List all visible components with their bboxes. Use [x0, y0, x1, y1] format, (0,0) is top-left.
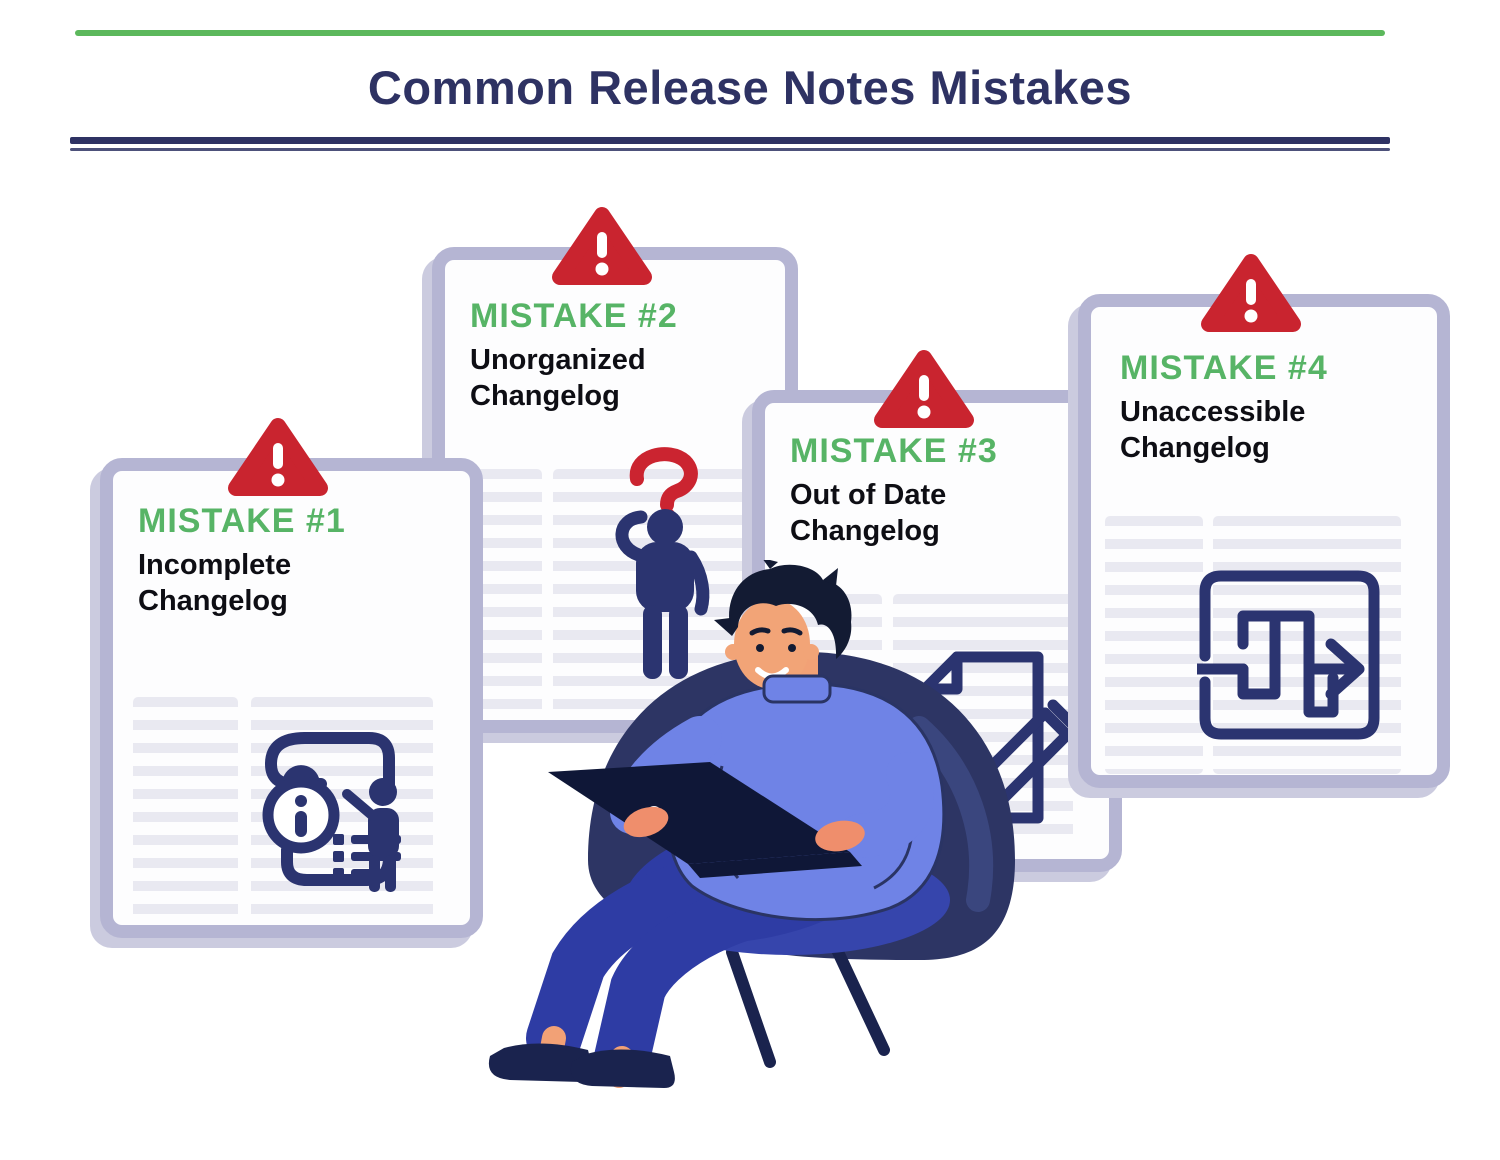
confused-person-question-mark-icon	[615, 447, 710, 679]
divider-thick-line	[70, 137, 1390, 144]
warning-triangle-exclamation-icon	[1201, 254, 1301, 332]
placeholder-text-lines	[133, 697, 238, 925]
top-accent-line	[75, 30, 1385, 36]
warning-triangle-exclamation-icon	[228, 418, 328, 496]
mistake-1-description: Incomplete Changelog	[138, 549, 292, 617]
warning-triangle-exclamation-icon	[874, 350, 974, 428]
page-title: Common Release Notes Mistakes	[367, 61, 1133, 114]
maze-exit-arrow-icon	[1197, 570, 1380, 740]
mistake-4-description: Unaccessible Changelog	[1120, 396, 1306, 464]
mistake-2-label: MISTAKE #2	[470, 297, 678, 335]
head	[714, 560, 852, 704]
mistake-1-label: MISTAKE #1	[138, 502, 346, 540]
mistake-3-description: Out of Date Changelog	[790, 479, 947, 547]
title-divider	[70, 137, 1390, 151]
mistake-4-label: MISTAKE #4	[1120, 349, 1328, 387]
man-working-on-laptop-in-round-chair	[488, 560, 1015, 1088]
placeholder-text-lines	[1105, 516, 1203, 774]
mistake-3-label: MISTAKE #3	[790, 432, 998, 470]
scroll-info-list-presenter-icon	[262, 732, 401, 892]
mistake-card-4: MISTAKE #4 Unaccessible Changelog	[1078, 294, 1450, 788]
mistake-card-1: MISTAKE #1 Incomplete Changelog	[100, 458, 483, 938]
divider-thin-line	[70, 148, 1390, 151]
mistake-2-description: Unorganized Changelog	[470, 344, 646, 412]
warning-triangle-exclamation-icon	[552, 207, 652, 285]
hands	[623, 806, 865, 852]
